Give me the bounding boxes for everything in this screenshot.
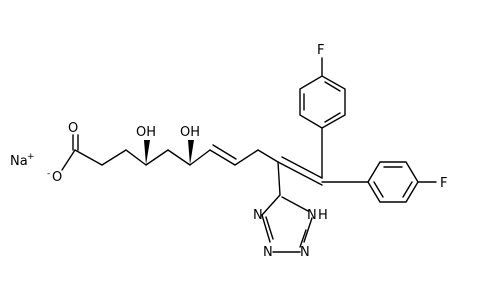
carbonyl-oxygen-label: O <box>68 121 78 136</box>
sodium-charge: + <box>27 152 35 162</box>
tetrazole-nitrogen-2: N <box>263 245 273 260</box>
wedge-bond-2 <box>188 140 194 165</box>
hydroxyl-label-1: OH <box>136 125 156 140</box>
fluorine-label-bottom: F <box>440 176 447 191</box>
wedge-bond-1 <box>144 140 150 165</box>
fluorophenyl-top <box>299 57 346 179</box>
tetrazole-nh-nitrogen: N <box>307 208 317 223</box>
fluorophenyl-bottom <box>321 161 437 203</box>
tetrazole-ring <box>261 194 313 253</box>
main-chain <box>61 134 323 196</box>
hydroxyl-label-2: OH <box>180 125 200 140</box>
carboxylate-charge: - <box>47 169 50 179</box>
carboxylate-oxygen-label: O <box>52 170 62 185</box>
tetrazole-nitrogen-1: N <box>253 208 263 223</box>
tetrazole-nitrogen-3: N <box>300 245 310 260</box>
sodium-label: Na <box>10 154 28 169</box>
tetrazole-nh-hydrogen: H <box>318 208 328 223</box>
fluorine-label-top: F <box>317 43 324 58</box>
